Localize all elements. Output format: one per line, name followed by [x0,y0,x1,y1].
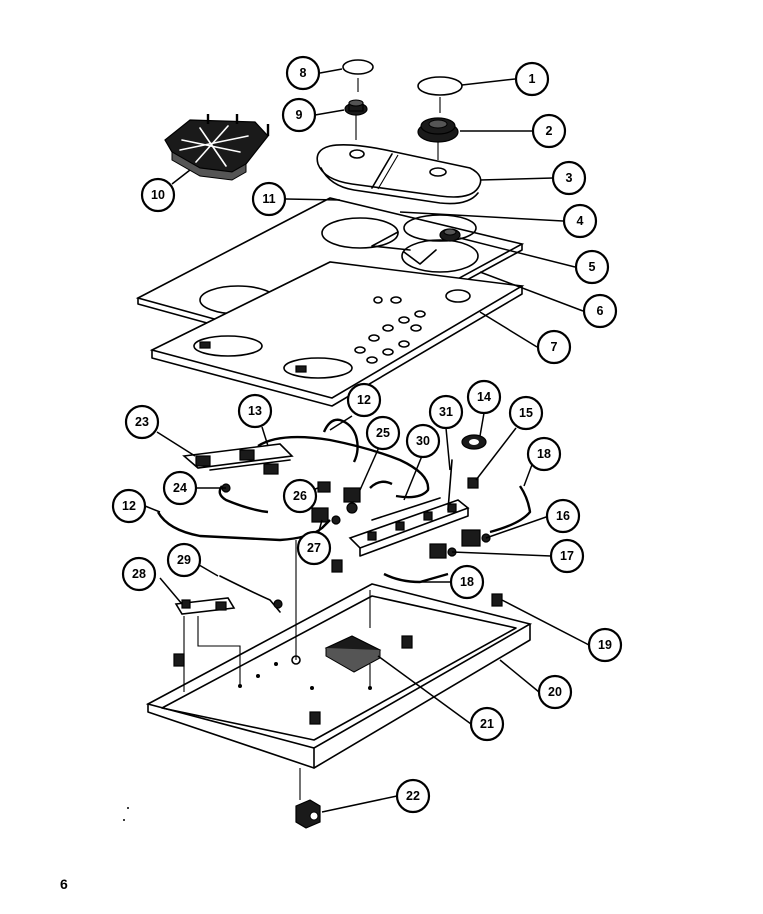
svg-text:17: 17 [560,549,574,563]
svg-text:3: 3 [566,171,573,185]
svg-text:9: 9 [296,108,303,122]
svg-text:6: 6 [597,304,604,318]
callout-19: 19 [587,627,623,663]
callout-29: 29 [166,542,202,578]
svg-text:19: 19 [598,638,612,652]
svg-text:22: 22 [406,789,420,803]
callout-24: 24 [162,470,198,506]
callout-12-upper: 12 [346,382,382,418]
svg-text:28: 28 [132,567,146,581]
callout-23: 23 [124,404,160,440]
svg-text:12: 12 [122,499,136,513]
callout-10: 10 [140,177,176,213]
callout-16: 16 [545,498,581,534]
svg-text:13: 13 [248,404,262,418]
svg-text:2: 2 [546,124,553,138]
callout-20: 20 [537,674,573,710]
part-1-cap [417,76,463,113]
callout-11: 11 [251,181,287,217]
callout-4: 4 [562,203,598,239]
callout-2: 2 [531,113,567,149]
part-3-burner-plate [316,144,482,205]
svg-text:20: 20 [548,685,562,699]
svg-text:23: 23 [135,415,149,429]
callout-13: 13 [237,393,273,429]
leader-lines [144,68,590,813]
svg-text:1: 1 [529,72,536,86]
callout-18-upper: 18 [526,436,562,472]
callout-3: 3 [551,160,587,196]
svg-text:29: 29 [177,553,191,567]
part-2-burner-head [417,117,459,160]
callout-28: 28 [121,556,157,592]
callout-9: 9 [281,97,317,133]
callout-1: 1 [514,61,550,97]
svg-text:15: 15 [519,406,533,420]
callout-18-lower: 18 [449,564,485,600]
callouts: 8 9 1 2 3 10 11 4 5 6 7 [111,55,623,814]
callout-27: 27 [296,530,332,566]
svg-text:7: 7 [551,340,558,354]
svg-text:12: 12 [357,393,371,407]
svg-text:11: 11 [262,192,275,206]
part-7-lower-panel [149,261,525,407]
svg-text:8: 8 [300,66,307,80]
part-8-cap [342,59,374,92]
svg-text:5: 5 [589,260,596,274]
svg-text:14: 14 [477,390,491,404]
callout-17: 17 [549,538,585,574]
callout-22: 22 [395,778,431,814]
svg-text:21: 21 [480,717,494,731]
callout-6: 6 [582,293,618,329]
svg-text:18: 18 [537,447,551,461]
callout-25: 25 [365,415,401,451]
callout-5: 5 [574,249,610,285]
page-number: 6 [60,876,68,892]
svg-text:25: 25 [376,426,390,440]
svg-text:30: 30 [416,434,430,448]
callout-12-lower: 12 [111,488,147,524]
svg-text:31: 31 [439,405,453,419]
svg-text:27: 27 [307,541,321,555]
svg-text:4: 4 [577,214,584,228]
svg-text:18: 18 [460,575,474,589]
svg-text:24: 24 [173,481,187,495]
callout-15: 15 [508,395,544,431]
callout-8: 8 [285,55,321,91]
callout-30: 30 [405,423,441,459]
part-22-module [295,768,321,829]
gas-manifold-assembly [156,418,532,584]
svg-text:10: 10 [151,188,165,202]
part-10-grate [164,114,270,181]
part-20-base-pan [145,540,533,769]
part-9-burner-head [344,99,368,140]
callout-31: 31 [428,394,464,430]
callout-26: 26 [282,478,318,514]
svg-text:26: 26 [293,489,307,503]
callout-7: 7 [536,329,572,365]
callout-21: 21 [469,706,505,742]
callout-14: 14 [466,379,502,415]
svg-text:16: 16 [556,509,570,523]
